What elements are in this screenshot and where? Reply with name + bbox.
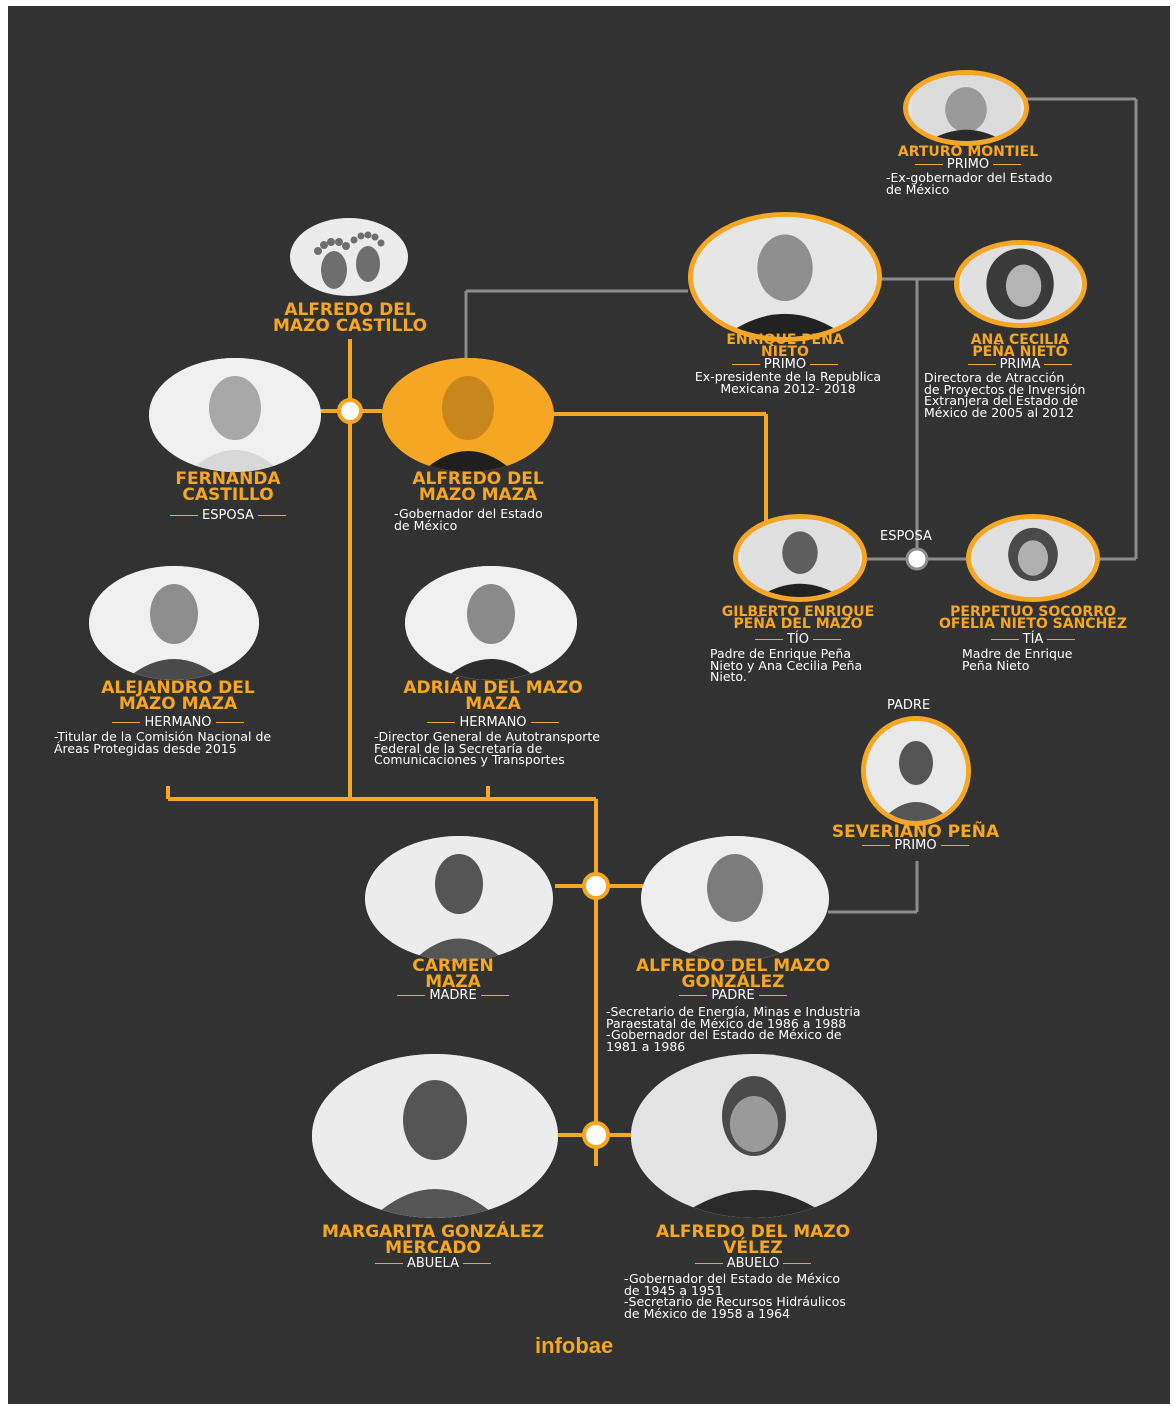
carmen-role: MADRE	[368, 989, 538, 1003]
ana-cecilia-name: ANA CECILIA PEÑA NIETO	[920, 332, 1120, 360]
alejandro-photo	[89, 566, 259, 680]
margarita-photo	[312, 1054, 558, 1218]
alfredo-gonzalez-photo	[641, 836, 829, 961]
alfredo-maza-name-line2: MAZO MAZA	[418, 485, 538, 505]
person-silhouette-icon	[365, 836, 553, 961]
ana-cecilia-description: Directora de Atracción de Proyectos de I…	[924, 370, 1086, 420]
severiano-role: PRIMO	[823, 839, 1008, 853]
gilberto-name-line1: GILBERTO ENRIQUE	[721, 604, 875, 620]
padre-label: PADRE	[887, 698, 931, 713]
alfredo-gonzalez-description: -Secretario de Energía, Minas e Industri…	[606, 1004, 861, 1054]
ana-cecilia-name-line1: ANA CECILIA	[970, 332, 1070, 348]
epn-name-line1: ENRIQUE PEÑA	[726, 332, 844, 348]
alfredo-velez-name-line2: VÉLEZ	[723, 1238, 783, 1258]
connector-lines	[166, 97, 1138, 1166]
margarita-role: ABUELA	[328, 1257, 538, 1271]
founder-name: ALFREDO DEL MAZO CASTILLO	[245, 300, 455, 336]
carmen-name-line2: MAZA	[425, 972, 481, 992]
gilberto-name-line2: PEÑA DEL MAZO	[733, 616, 863, 632]
severiano-photo	[861, 716, 971, 826]
alfredo-gonzalez-name-line2: GONZÁLEZ	[681, 972, 785, 992]
epn-role: PRIMO	[688, 358, 882, 372]
perpetuo-photo	[966, 514, 1100, 602]
montiel-role: PRIMO	[868, 158, 1068, 172]
montiel-photo	[903, 70, 1029, 146]
perpetuo-name: PERPETUO SOCORRO OFELIA NIETO SÁNCHEZ	[918, 604, 1148, 632]
ana-cecilia-name-line2: PEÑA NIETO	[972, 344, 1068, 360]
alfredo-gonzalez-name-line1: ALFREDO DEL MAZO	[635, 956, 831, 976]
infobae-logo: infobae	[535, 1333, 614, 1358]
adrian-description: -Director General de Autotransporte Fede…	[374, 729, 601, 767]
ana-cecilia-photo	[954, 240, 1087, 328]
adrian-photo	[405, 566, 577, 680]
epn-photo	[688, 212, 882, 342]
fernanda-name-line2: CASTILLO	[182, 485, 274, 505]
carmen-name: CARMEN MAZA	[368, 956, 538, 992]
alejandro-name-line1: ALEJANDRO DEL	[101, 678, 255, 698]
epn-description: Ex-presidente de la Republica Mexicana 2…	[694, 369, 882, 396]
epn-name-line2: NIETO	[761, 344, 809, 360]
esposa-label: ESPOSA	[880, 529, 932, 544]
founder-name-line1: ALFREDO DEL	[284, 300, 416, 320]
alejandro-description: -Titular de la Comisión Nacional de Área…	[54, 729, 272, 756]
footprints-icon	[290, 218, 408, 296]
fernanda-name: FERNANDA CASTILLO	[128, 469, 328, 505]
alfredo-velez-name-line1: ALFREDO DEL MAZO	[655, 1222, 851, 1242]
gilberto-name: GILBERTO ENRIQUE PEÑA DEL MAZO	[698, 604, 898, 632]
fernanda-role: ESPOSA	[128, 509, 328, 523]
alejandro-role: HERMANO	[68, 716, 288, 730]
person-silhouette-icon	[866, 721, 966, 821]
ana-cecilia-role: PRIMA	[920, 358, 1120, 372]
adrian-name: ADRIÁN DEL MAZO MAZA	[368, 678, 618, 714]
epn-name: ENRIQUE PEÑA NIETO	[688, 332, 882, 360]
fernanda-name-line1: FERNANDA	[175, 469, 281, 489]
family-tree-infographic: ALFREDO DEL MAZO CASTILLO ARTURO MONTIEL…	[8, 6, 1170, 1404]
gilberto-photo	[733, 514, 867, 602]
carmen-name-line1: CARMEN	[412, 956, 494, 976]
alfredo-gonzalez-name: ALFREDO DEL MAZO GONZÁLEZ	[588, 956, 878, 992]
founder-name-line2: MAZO CASTILLO	[272, 316, 428, 336]
severiano-name: SEVERIANO PEÑA	[831, 822, 1000, 842]
fernanda-photo	[149, 358, 321, 472]
perpetuo-role: TÍA	[928, 633, 1138, 647]
alfredo-gonzalez-role: PADRE	[628, 989, 838, 1003]
margarita-name: MARGARITA GONZÁLEZ MERCADO	[278, 1222, 588, 1258]
perpetuo-name-line1: PERPETUO SOCORRO	[950, 604, 1116, 620]
montiel-description: -Ex-gobernador del Estado de México	[886, 170, 1053, 197]
person-silhouette-icon	[312, 1054, 558, 1218]
montiel-name: ARTURO MONTIEL	[897, 144, 1039, 160]
alfredo-velez-photo	[631, 1054, 877, 1218]
gilberto-role: TÍO	[698, 633, 898, 647]
adrian-role: HERMANO	[388, 716, 598, 730]
alfredo-maza-photo	[382, 358, 554, 472]
adrian-name-line2: MAZA	[465, 694, 521, 714]
alfredo-velez-name: ALFREDO DEL MAZO VÉLEZ	[608, 1222, 898, 1258]
margarita-name-line1: MARGARITA GONZÁLEZ	[322, 1222, 544, 1242]
adrian-name-line1: ADRIÁN DEL MAZO	[403, 678, 583, 698]
alfredo-velez-description: -Gobernador del Estado de México de 1945…	[624, 1271, 846, 1321]
alfredo-velez-role: ABUELO	[648, 1257, 858, 1271]
alejandro-name-line2: MAZO MAZA	[118, 694, 238, 714]
alejandro-name: ALEJANDRO DEL MAZO MAZA	[58, 678, 298, 714]
alfredo-maza-name: ALFREDO DEL MAZO MAZA	[368, 469, 588, 505]
perpetuo-description: Madre de Enrique Peña Nieto	[962, 646, 1073, 673]
perpetuo-name-line2: OFELIA NIETO SÁNCHEZ	[938, 616, 1128, 632]
alfredo-maza-name-line1: ALFREDO DEL	[412, 469, 544, 489]
carmen-photo	[365, 836, 553, 961]
gilberto-description: Padre de Enrique Peña Nieto y Ana Cecili…	[710, 646, 863, 684]
margarita-name-line2: MERCADO	[385, 1238, 481, 1258]
alfredo-maza-description: -Gobernador del Estado de México	[394, 506, 543, 533]
